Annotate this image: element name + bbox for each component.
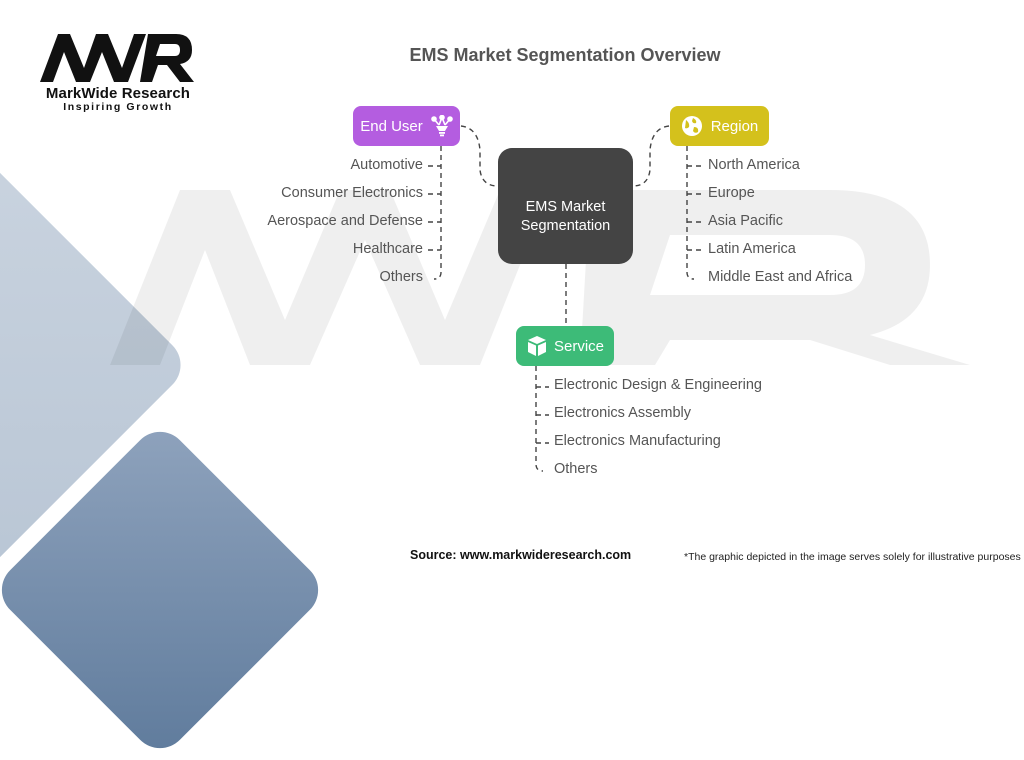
end-user-item: Healthcare: [352, 241, 423, 257]
mwr-logo-mark: [40, 34, 194, 82]
region-item: Europe: [708, 185, 755, 201]
region-label: Region: [710, 117, 759, 135]
disclaimer-note: *The graphic depicted in the image serve…: [684, 551, 1021, 563]
end-user-item: Consumer Electronics: [281, 185, 423, 201]
region-item: Asia Pacific: [708, 213, 783, 229]
region-item: North America: [708, 157, 800, 173]
region-item: Latin America: [708, 241, 796, 257]
end-user-node: End User: [353, 106, 460, 146]
watermark-logo: [110, 190, 970, 365]
brand-tagline: Inspiring Growth: [63, 101, 173, 113]
connector-region-center: [632, 125, 670, 187]
center-node-line2: Segmentation: [520, 218, 611, 234]
service-label: Service: [553, 337, 605, 355]
brand-name: MarkWide Research: [45, 85, 191, 102]
region-item: Middle East and Africa: [708, 269, 853, 285]
end-user-item: Aerospace and Defense: [267, 213, 423, 229]
end-user-label: End User: [360, 117, 423, 135]
end-user-item: Others: [379, 269, 423, 285]
connector-enduser-center: [460, 125, 499, 187]
box-icon: [527, 336, 546, 356]
connector-service-branches: [536, 386, 549, 444]
service-node: Service: [516, 326, 614, 366]
center-node: EMS Market Segmentation: [498, 148, 633, 264]
service-item: Others: [554, 461, 598, 477]
page-title: EMS Market Segmentation Overview: [409, 45, 721, 65]
region-node: Region: [670, 106, 769, 146]
end-user-item: Automotive: [350, 157, 423, 173]
lightbulb-network-icon: [430, 115, 453, 137]
globe-icon: [681, 116, 702, 136]
service-item: Electronics Assembly: [554, 405, 691, 421]
center-node-line1: EMS Market: [525, 199, 606, 215]
source-credit: Source: www.markwideresearch.com: [410, 548, 632, 562]
connector-service-spine: [535, 366, 544, 472]
brand-logo: MarkWide Research Inspiring Growth: [36, 32, 196, 113]
service-item: Electronics Manufacturing: [554, 433, 721, 449]
service-item: Electronic Design & Engineering: [554, 377, 762, 393]
